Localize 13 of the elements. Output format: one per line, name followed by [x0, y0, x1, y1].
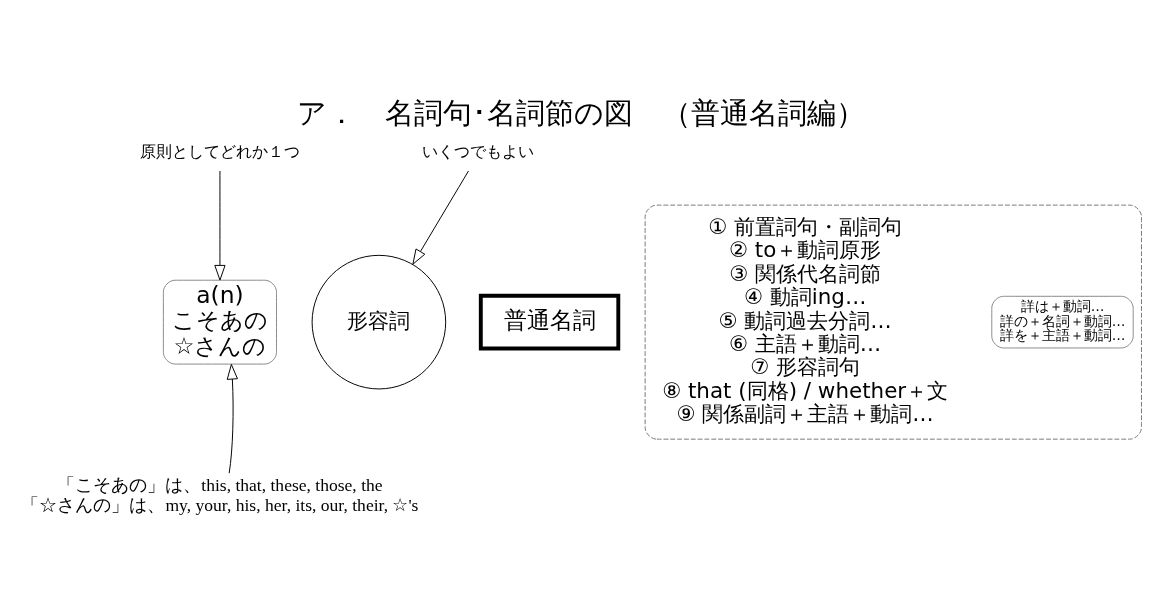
arrow [226, 363, 238, 474]
arrow [214, 170, 226, 281]
node-circle: 形容詞 [311, 254, 447, 390]
cluster [644, 204, 1142, 440]
node-box: a(n) こそあの ☆さんの [162, 279, 277, 365]
node-text: 「こそあの」は、this, that, these, those, the 「☆さんの」は、my, your, his, her, its, our, their, ☆'s [21, 475, 419, 515]
node-box: 普通名詞 [478, 293, 621, 351]
node-text: 原則としてどれか１つ [139, 143, 300, 162]
node-text: いくつでもよい [422, 143, 535, 162]
node-box: 詳は＋動詞… 詳の＋名詞＋動詞… 詳を＋主語＋動詞… [991, 295, 1134, 349]
diagram-title: ア． 名詞句･名詞節の図 （普通名詞編） [297, 96, 865, 131]
node-text: ① 前置詞句・副詞句 ② to＋動詞原形 ③ 関係代名詞節 ④ 動詞ing… ⑤ 動詞過去分詞… ⑥ 主語＋動詞… ⑦ 形容詞句 ⑧ that (同格) / whether＋文 ⑨ 関係副詞＋主語＋動詞… [661, 213, 949, 427]
arrow [412, 170, 469, 265]
